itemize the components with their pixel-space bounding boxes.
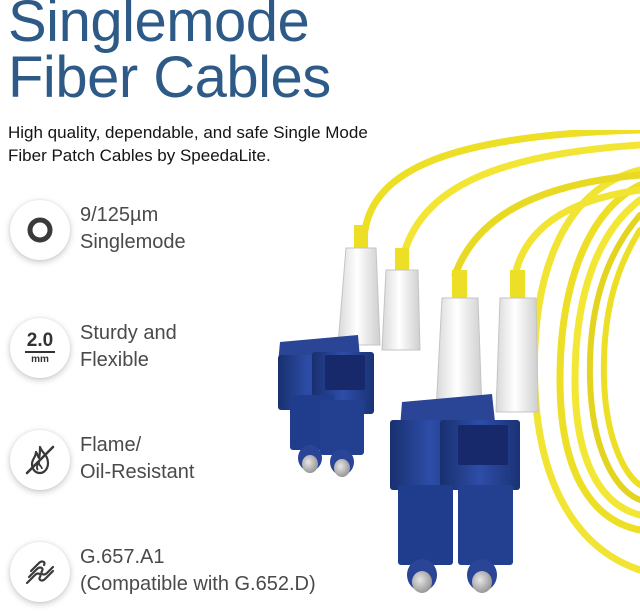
feature-line-2: Flexible — [80, 349, 149, 371]
no-flame-icon — [10, 430, 70, 490]
feature-text: 9/125µm Singlemode — [80, 202, 186, 256]
feature-standard: G.657.A1 (Compatible with G.652.D) — [10, 542, 350, 606]
cable-photo — [278, 130, 640, 593]
right-lc-connector — [390, 270, 539, 593]
feature-line-2: Singlemode — [80, 231, 186, 253]
subtitle: High quality, dependable, and safe Singl… — [8, 121, 428, 167]
page-title: Singlemode Fiber Cables — [8, 0, 331, 110]
feature-line-2: (Compatible with G.652.D) — [80, 573, 316, 595]
icon-unit: mm — [31, 353, 49, 365]
feature-flame: Flame/ Oil-Resistant — [10, 430, 350, 494]
ring-icon — [10, 200, 70, 260]
subtitle-line-2: Fiber Patch Cables by SpeedaLite. — [8, 146, 271, 165]
left-lc-connector — [278, 225, 421, 477]
feature-sturdy: 2.0 mm Sturdy and Flexible — [10, 318, 350, 382]
feature-text: G.657.A1 (Compatible with G.652.D) — [80, 544, 316, 598]
feature-line-1: G.657.A1 — [80, 546, 165, 568]
feature-text: Sturdy and Flexible — [80, 320, 177, 374]
icon-divider — [25, 350, 55, 353]
bend-coil-icon — [10, 542, 70, 602]
icon-value: 2.0 — [26, 329, 54, 351]
feature-singlemode: 9/125µm Singlemode — [10, 200, 350, 264]
cable-strands — [361, 130, 640, 279]
feature-text: Flame/ Oil-Resistant — [80, 432, 194, 486]
feature-line-1: Flame/ — [80, 434, 142, 456]
diameter-2mm-icon: 2.0 mm — [10, 318, 70, 378]
subtitle-line-1: High quality, dependable, and safe Singl… — [8, 123, 368, 142]
feature-line-1: 9/125µm — [80, 204, 159, 226]
title-line-1: Singlemode — [8, 0, 310, 54]
cable-coil — [530, 166, 640, 574]
title-line-2: Fiber Cables — [8, 45, 331, 110]
feature-line-2: Oil-Resistant — [80, 461, 195, 483]
feature-line-1: Sturdy and — [80, 322, 177, 344]
